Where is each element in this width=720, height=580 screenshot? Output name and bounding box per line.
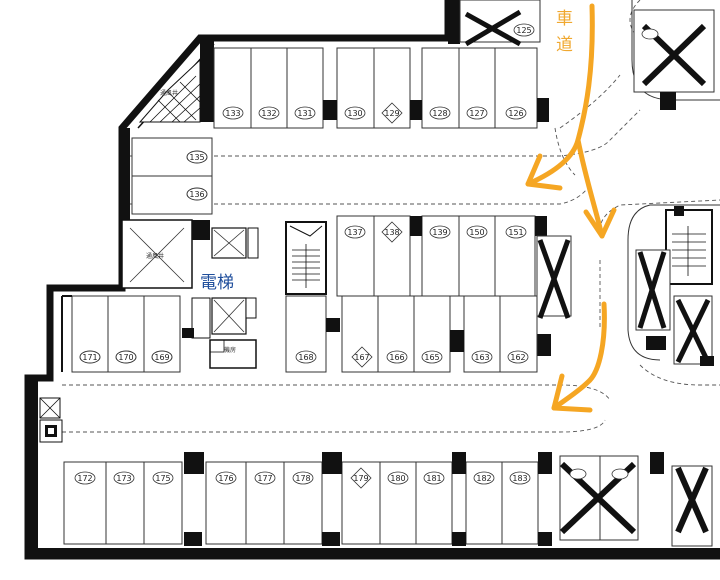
shaft-small-label: 通風井 [160,89,178,97]
middle-upper-tags [344,221,527,243]
stall-166: 166 [389,353,404,362]
stall-182: 182 [476,474,491,483]
stall-150: 150 [469,228,484,237]
machine-room-label: 機房 [224,346,236,354]
stall-179: 179 [353,474,368,483]
middle-lower-tags [295,346,529,368]
stall-171: 171 [82,353,97,362]
wall-left-lower [28,378,38,556]
shaft-label: 通風井 [146,252,164,260]
stall-138: 138 [384,228,399,237]
stall-178: 178 [295,474,310,483]
stall-180: 180 [390,474,405,483]
bottom-row-stalls [63,461,539,545]
right-structures [627,0,720,366]
stall-172: 172 [77,474,92,483]
stall-177: 177 [257,474,272,483]
stall-136: 136 [189,190,204,199]
stall-176: 176 [218,474,233,483]
stall-162: 162 [510,353,525,362]
stall-127: 127 [469,109,484,118]
column-top [448,0,460,44]
elevator-label: 電梯 [200,273,234,293]
arrow-head-lower-left [551,373,593,413]
stall-151: 151 [508,228,523,237]
middle-lower-stalls [285,295,538,373]
stall-173: 173 [116,474,131,483]
stall-137: 137 [347,228,362,237]
middle-lower-columns [326,318,464,352]
crossed-stall-mid-right [536,235,572,356]
traffic-arrows [525,3,617,413]
stall-128: 128 [432,109,447,118]
bottom-row-columns [184,452,664,546]
top-row-numbers: 133 132 131 130 129 128 127 126 [225,109,523,118]
left-group-stalls [71,295,181,373]
stall-126: 126 [508,109,523,118]
stall-170: 170 [118,353,133,362]
stall-175: 175 [155,474,170,483]
stall-133: 133 [225,109,240,118]
stall-165: 165 [424,353,439,362]
left-wall-fixtures [39,397,63,443]
stall-129: 129 [384,109,399,118]
wall-left-upper [122,128,130,220]
side-stalls [131,137,213,215]
stall-163: 163 [474,353,489,362]
core-area: 通風井 機房 電梯 [121,219,327,369]
wall-fills [28,0,720,556]
top-row-columns [323,98,549,122]
stall-181: 181 [426,474,441,483]
stall-167: 167 [354,353,369,362]
crossed-stalls-bottom-right [559,455,713,547]
arrow-path-down [575,137,605,239]
stall-132: 132 [261,109,276,118]
arrow-head-down [583,207,617,239]
middle-upper-columns [410,216,547,236]
stall-135: 135 [189,153,204,162]
stall-169: 169 [154,353,169,362]
stall-168: 168 [298,353,313,362]
arrow-path-upper-left [525,3,595,187]
stall-125-group: 125 [459,0,541,47]
driveway-label-2: 道 [556,35,573,55]
arrow-head-upper-left [525,153,563,191]
stall-139: 139 [432,228,447,237]
arrow-path-lower-left [551,301,607,411]
stall-130: 130 [347,109,362,118]
stair-corner: 通風井 [138,58,201,123]
stall-131: 131 [297,109,312,118]
bottom-row-tags [74,467,531,489]
wall-bottom [28,548,720,556]
stall-125: 125 [516,26,531,35]
column-top-left [200,38,214,122]
driveway-label-1: 車 [556,9,573,29]
top-row-tags [222,102,527,124]
stall-183: 183 [512,474,527,483]
